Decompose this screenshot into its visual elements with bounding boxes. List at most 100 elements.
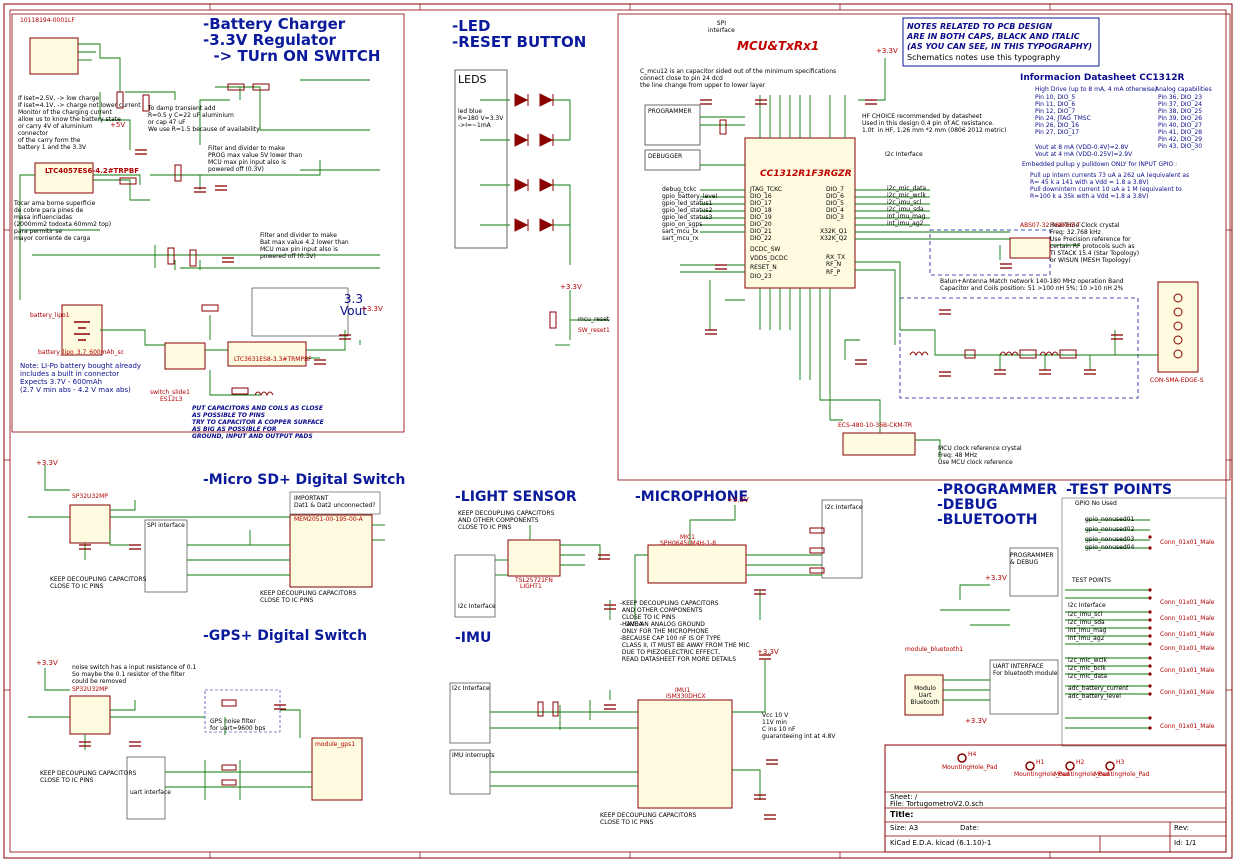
ds-line-1: Pin 10, DIO_5 [1035, 94, 1076, 101]
ds-pullup: Embedded pullup y pulldown ONLY for INPU… [1022, 161, 1178, 168]
tp-i2c-7: adc_battery_current [1068, 685, 1129, 692]
mic-part: SPH0645LM4H-1-8 [660, 540, 717, 547]
switch-gps-label: SP32U32MP [72, 686, 108, 693]
ds-analog-0: Pin 36, DIO_23 [1158, 94, 1203, 101]
mh-h4-label: MountingHole_Pad [942, 764, 998, 771]
tp-i2c-6: i2c_mic_data [1068, 673, 1108, 680]
mcu-net-l4: gpio_led_status3 [662, 214, 713, 221]
mic-i2c-iface: I2c Interface [825, 504, 863, 511]
tp-conn-2: Conn_01x01_Male [1160, 615, 1215, 622]
vout-label: 3.3 Vout [340, 292, 367, 318]
tp-net-3: gpio_nonused04 [1085, 544, 1135, 551]
mcu-net-r5: int_imu_ag2 [887, 220, 924, 227]
ds-pull-0: Pull up intern currents 73 uA a 262 uA (… [1030, 172, 1190, 179]
v33-label-prog: +3.3V [985, 574, 1007, 582]
tp-i2c-8: adc_battery_level [1068, 693, 1121, 700]
ds-analog-5: Pin 41, DIO_28 [1158, 129, 1203, 136]
section-battery-title: -Battery Charger -3.3V Regulator -> TUrn… [203, 15, 381, 65]
imu-ref: IMU1 [675, 687, 691, 694]
notes-line-2: ARE IN BOTH CAPS, BLACK AND ITALIC [907, 32, 1080, 41]
leds-box-title: LEDS [458, 73, 487, 86]
tp-conn-1: Conn_01x01_Male [1160, 599, 1215, 606]
light-part: TSL25721FN [515, 577, 553, 584]
ds-analog-1: Pin 37, DIO_24 [1158, 101, 1203, 108]
section-prog-title: -PROGRAMMER -DEBUG -BLUETOOTH [937, 482, 1058, 528]
tb-size: Size: A3 [890, 824, 919, 832]
debugger-label: DEBUGGER [648, 153, 683, 160]
ds-analog-3: Pin 39, DIO_26 [1158, 115, 1203, 122]
mcu-pin-r7: RX_TX [826, 254, 846, 261]
switch-sd-label: SP32U32MP [72, 493, 108, 500]
tp-i2c-3: int_imu_ag2 [1068, 635, 1105, 642]
reset-switch-label: SW_reset1 [578, 327, 610, 334]
ds-analog-2: Pin 38, DIO_25 [1158, 108, 1203, 115]
mcu-net-r4: int_imu_mag [887, 213, 926, 220]
tp-i2c-5: i2c_mic_bclk [1068, 665, 1106, 672]
tp-conn-0: Conn_01x01_Male [1160, 539, 1215, 546]
sd-conn-label: MEM2051-00-195-00-A [294, 516, 363, 523]
v33-label-led: +3.3V [560, 283, 582, 291]
v33-label-mic: +3.3V [727, 496, 749, 504]
sd-caps-note: KEEP DECOUPLING CAPACITORS CLOSE TO IC P… [50, 576, 147, 590]
section-imu-title: -IMU [455, 630, 492, 646]
leds-note: led blue R=180 V=3.3V ->I=~1mA [458, 108, 504, 129]
sd-spi-iface: SPI interface [147, 522, 185, 529]
section-mcu-title: MCU&TxRx1 [737, 39, 820, 53]
light-i2c-iface: I2c Interface [458, 603, 496, 610]
section-gps-title: -GPS+ Digital Switch [203, 628, 368, 644]
reg-label: LTC3631ES8-3.3#TRMPBF [234, 356, 312, 363]
tp-i2c-0: i2c_imu_scl [1068, 611, 1103, 618]
osc-note: MCU clock reference crystal Freq: 48 MHz… [938, 445, 1022, 466]
mcu-pin-l9: VDDS_DCDC [750, 255, 788, 262]
caps-note: PUT CAPACITORS AND COILS AS CLOSE AS POS… [192, 405, 324, 440]
tb-title: Title: [890, 810, 914, 819]
tb-date: Date: [960, 824, 980, 832]
imu-i2c-iface: I2c Interface [452, 685, 490, 692]
notes-footer: Schematics notes use this typography [907, 53, 1061, 62]
mh-h4: H4 [968, 751, 977, 758]
sd-important: IMPORTANT Dat1 & Dat2 unconnected? [294, 495, 376, 509]
usb-conn-ref: 10118194-0001LF [20, 17, 75, 24]
mcu-pin-l1: DIO_16 [750, 193, 772, 200]
mcu-pin-r9: RF_P [826, 269, 841, 276]
mcu-pin-r0: DIO_7 [826, 186, 844, 193]
tb-kicad: KiCad E.D.A. kicad (6.1.10)-1 [890, 839, 992, 847]
sd-caps-note-2: KEEP DECOUPLING CAPACITORS CLOSE TO IC P… [260, 590, 357, 604]
tp-conn-7: Conn_01x01_Male [1160, 723, 1215, 730]
mcu-part-label: CC1312R1F3RGZR [760, 169, 852, 179]
usb-note: To damp transient add R=0.5 y C=22 uF al… [148, 105, 260, 133]
mcu-pin-r4: DIO_3 [826, 214, 844, 221]
tp-conn-6: Conn_01x01_Male [1160, 689, 1215, 696]
section-light-title: -LIGHT SENSOR [455, 489, 577, 505]
ds-line-4: Pin 24, JTAG_TMSC [1035, 115, 1091, 122]
switch-ref: switch_slide1 [150, 389, 190, 396]
ds-vout-1: Vout at 4 mA (VDD-0.25V)=2.9V [1035, 151, 1133, 158]
mh-h2-label: MountingHole_Pad [1054, 771, 1110, 778]
ds-pull-2: Pull downintern current 10 uA a 1 M (equ… [1030, 186, 1182, 193]
tp-i2c-4: i2c_mic_wclk [1068, 657, 1107, 664]
programmer-label: PROGRAMMER [648, 108, 692, 115]
tp-i2c-1: i2c_imu_sda [1068, 619, 1105, 626]
crystal-label: ABS07-32.768KHZ-T [1020, 222, 1081, 229]
ds-pull-1: R= 45 k a 141 with a Vdd = 1.8 a 3.8V) [1030, 179, 1149, 186]
v33-label-mcu: +3.3V [876, 47, 898, 55]
ds-analog-4: Pin 40, DIO_27 [1158, 122, 1203, 129]
imu-caps-note: KEEP DECOUPLING CAPACITORS CLOSE TO IC P… [600, 812, 697, 826]
mcu-pin-l6: DIO_21 [750, 228, 772, 235]
mcu-net-l7: sart_mcu_rx [662, 235, 699, 242]
section-microsd-title: -Micro SD+ Digital Switch [203, 472, 406, 488]
gnd-note: Tocar ama borne superficie de cobre para… [14, 200, 112, 242]
tp-conn-5: Conn_01x01_Male [1160, 667, 1215, 674]
mcu-net-r1: i2c_mic_wclk [887, 192, 926, 199]
ds-line-3: Pin 12, DIO_7 [1035, 108, 1076, 115]
tp-conn-3: Conn_01x01_Male [1160, 631, 1215, 638]
uart-bt-iface: UART INTERFACE For bluetooth module [993, 663, 1058, 677]
mcu-net-l2: gpio_led_status1 [662, 200, 713, 207]
tp-net-1: gpio_nonused02 [1085, 526, 1135, 533]
mh-h1: H1 [1036, 759, 1045, 766]
ds-analog-7: Pin 43, DIO_30 [1158, 143, 1203, 150]
ds-line-6: Pin 27, DIO_17 [1035, 129, 1080, 136]
mcu-pin-l11: DIO_23 [750, 273, 772, 280]
